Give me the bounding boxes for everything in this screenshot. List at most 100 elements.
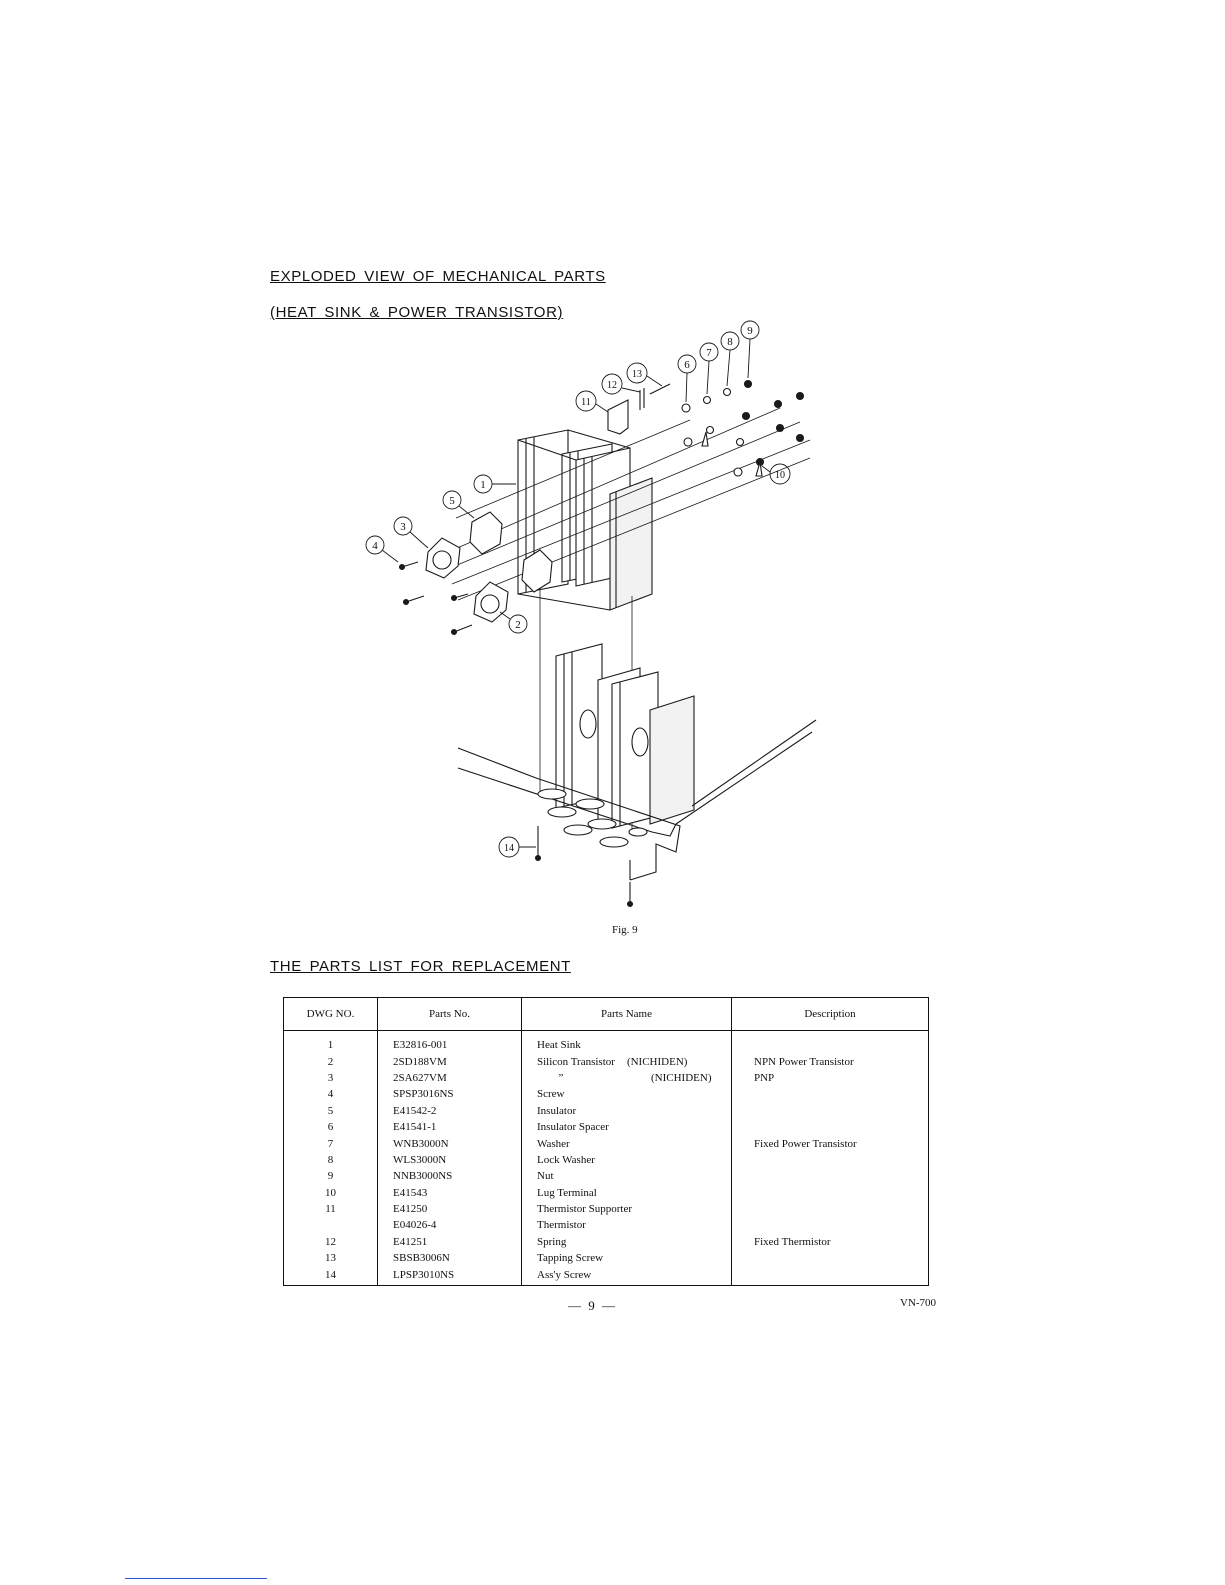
dwg-no-cell: 7 xyxy=(283,1135,378,1152)
thermistor-bracket xyxy=(607,383,671,435)
transistor-3 xyxy=(425,537,461,579)
parts-name-cell: Insulator xyxy=(521,1102,732,1119)
dwg-no-cell: 13 xyxy=(283,1250,378,1267)
parts-table: DWG NO. Parts No. Parts Name Description… xyxy=(283,997,929,1286)
parts-no-cell: SPSP3016NS xyxy=(377,1086,522,1103)
parts-name-text: ” xyxy=(558,1071,564,1084)
description-cell xyxy=(731,1168,929,1185)
parts-name-cell: Washer xyxy=(521,1135,732,1152)
parts-name-cell: Insulator Spacer xyxy=(521,1118,732,1136)
parts-no-cell: E41250 xyxy=(377,1200,522,1218)
svg-text:8: 8 xyxy=(727,336,733,348)
section-subtitle-heat-sink: (HEAT SINK & POWER TRANSISTOR) xyxy=(270,304,564,321)
description-cell xyxy=(731,1266,929,1286)
header-parts-name: Parts Name xyxy=(521,997,732,1031)
callout-12: 12 xyxy=(601,373,641,395)
parts-name-text: Insulator Spacer xyxy=(537,1121,609,1134)
description-cell xyxy=(731,1030,929,1054)
dwg-no-cell: 14 xyxy=(283,1266,378,1286)
dwg-no-cell: 9 xyxy=(283,1168,378,1185)
parts-name-cell: Thermistor xyxy=(521,1217,732,1234)
parts-name-text: Spring xyxy=(537,1235,567,1248)
parts-name-text: Insulator xyxy=(537,1104,577,1117)
parts-name-cell: Nut xyxy=(521,1168,732,1185)
parts-name-cell: Heat Sink xyxy=(521,1030,732,1054)
callout-3: 3 xyxy=(393,516,429,549)
callout-11: 11 xyxy=(575,390,609,413)
parts-name-cell: Screw xyxy=(521,1086,732,1103)
table-header-row: DWG NO. Parts No. Parts Name Description xyxy=(283,997,929,1031)
parts-name-text: Ass'y Screw xyxy=(537,1268,592,1281)
description-cell xyxy=(731,1184,929,1201)
parts-name-text: Heat Sink xyxy=(537,1039,581,1052)
parts-name-text: Lug Terminal xyxy=(537,1186,597,1199)
maker-text: (NICHIDEN) xyxy=(651,1071,712,1084)
section-title-exploded-view: EXPLODED VIEW OF MECHANICAL PARTS xyxy=(270,268,606,285)
parts-name-text: Nut xyxy=(537,1170,554,1183)
description-cell xyxy=(731,1118,929,1136)
description-cell: PNP xyxy=(731,1069,929,1087)
svg-text:14: 14 xyxy=(504,843,514,854)
parts-name-cell: Lug Terminal xyxy=(521,1184,732,1201)
callout-2: 2 xyxy=(499,611,528,634)
description-cell xyxy=(731,1200,929,1218)
chassis xyxy=(457,719,817,908)
parts-no-cell: LPSP3010NS xyxy=(377,1266,522,1286)
dwg-no-cell: 12 xyxy=(283,1233,378,1251)
screws-left xyxy=(398,561,473,636)
svg-text:1: 1 xyxy=(480,479,486,491)
callout-5: 5 xyxy=(442,490,475,519)
callout-1: 1 xyxy=(473,474,516,494)
right-hardware xyxy=(681,379,805,477)
callout-14: 14 xyxy=(498,836,536,858)
parts-no-cell: E41251 xyxy=(377,1233,522,1251)
svg-text:13: 13 xyxy=(632,369,642,380)
callout-9: 9 xyxy=(740,320,760,379)
callout-10: 10 xyxy=(761,463,791,485)
description-cell: NPN Power Transistor xyxy=(731,1053,929,1070)
insulator-5 xyxy=(469,511,503,555)
parts-name-text: Tapping Screw xyxy=(537,1252,604,1265)
parts-name-cell: Ass'y Screw xyxy=(521,1266,732,1286)
svg-text:10: 10 xyxy=(775,470,785,481)
exploded-view-diagram: 1 2 3 4 5 6 7 8 9 10 11 12 13 14 xyxy=(365,320,817,908)
svg-text:6: 6 xyxy=(684,359,690,371)
description-cell: Fixed Power Transistor xyxy=(731,1135,929,1152)
parts-no-cell: E41541-1 xyxy=(377,1118,522,1136)
parts-name-cell: Thermistor Supporter xyxy=(521,1200,732,1218)
parts-no-cell: WNB3000N xyxy=(377,1135,522,1152)
description-cell xyxy=(731,1086,929,1103)
transistor-2 xyxy=(473,581,509,623)
svg-text:12: 12 xyxy=(607,380,617,391)
parts-name-text: Washer xyxy=(537,1137,570,1150)
callout-8: 8 xyxy=(720,331,740,387)
parts-no-cell: 2SD188VM xyxy=(377,1053,522,1070)
parts-name-cell: Spring xyxy=(521,1233,732,1251)
parts-name-cell: ” (NICHIDEN) xyxy=(521,1069,732,1087)
lower-heat-sink-assembly xyxy=(555,643,695,829)
dwg-no-cell: 11 xyxy=(283,1200,378,1218)
description-cell xyxy=(731,1217,929,1234)
dwg-no-cell: 8 xyxy=(283,1151,378,1169)
parts-name-text: Screw xyxy=(537,1088,565,1101)
description-cell xyxy=(731,1250,929,1267)
dwg-no-cell: 10 xyxy=(283,1184,378,1201)
svg-text:11: 11 xyxy=(581,397,591,408)
svg-text:5: 5 xyxy=(449,495,455,507)
dwg-no-cell: 4 xyxy=(283,1086,378,1103)
description-cell: Fixed Thermistor xyxy=(731,1233,929,1251)
header-description: Description xyxy=(731,997,929,1031)
description-cell xyxy=(731,1102,929,1119)
parts-no-cell: NNB3000NS xyxy=(377,1168,522,1185)
